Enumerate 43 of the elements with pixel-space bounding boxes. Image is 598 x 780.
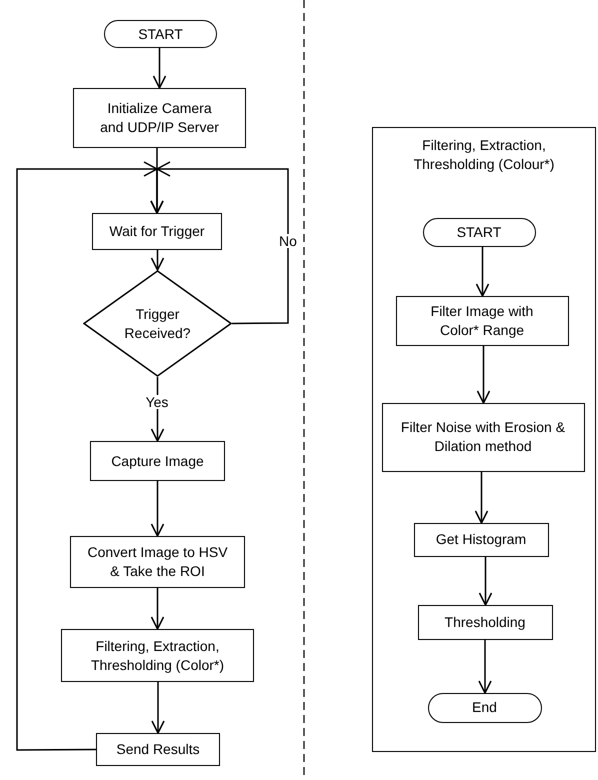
flow-arrow <box>478 557 492 606</box>
process-box <box>414 522 548 556</box>
node-label: Thresholding <box>444 612 526 632</box>
terminal-shape <box>428 692 542 722</box>
flow-arrow <box>476 247 490 297</box>
process-box <box>382 402 584 472</box>
process-box <box>61 629 254 682</box>
flow-arrow <box>150 588 164 630</box>
decision-diamond <box>83 270 232 377</box>
edge-label: Yes <box>144 395 170 409</box>
flow-arrow <box>150 250 164 271</box>
process-box <box>92 213 222 250</box>
flow-arrow <box>476 346 490 404</box>
flow-arrow <box>474 472 488 524</box>
flow-arrow <box>152 48 166 89</box>
node-label: Filter Noise with Erosion & Dilation method <box>400 418 566 456</box>
panel-title: Filtering, Extraction, Thresholding (Colour*) <box>412 136 556 174</box>
node-label: Trigger Received? <box>123 304 192 342</box>
node-label: START <box>137 24 184 44</box>
node-label: START <box>456 222 502 242</box>
node-label: Get Histogram <box>434 530 528 549</box>
process-box <box>418 604 552 640</box>
subprocess-panel <box>372 127 596 752</box>
flow-arrow <box>478 640 492 694</box>
flow-arrow <box>16 168 164 751</box>
flow-arrow <box>151 682 165 734</box>
node-label: Filtering, Extraction, Thresholding (Color*) <box>90 636 226 674</box>
node-label: Send Results <box>115 740 201 759</box>
node-label: Wait for Trigger <box>108 222 206 241</box>
node-label: Filter Image with Color* Range <box>430 302 534 340</box>
process-box <box>73 88 246 148</box>
process-box <box>90 441 225 481</box>
process-box <box>396 296 568 346</box>
edge-label: No <box>278 234 298 248</box>
node-label: Convert Image to HSV & Take the ROI <box>86 543 229 581</box>
node-label: End <box>471 698 498 717</box>
node-label: Capture Image <box>110 452 205 470</box>
node-label: Initialize Camera and UDP/IP Server <box>99 99 220 137</box>
flow-arrow <box>150 481 164 537</box>
process-box <box>70 536 245 588</box>
process-box <box>96 733 220 766</box>
terminal-shape <box>104 20 217 48</box>
terminal-shape <box>422 218 536 246</box>
